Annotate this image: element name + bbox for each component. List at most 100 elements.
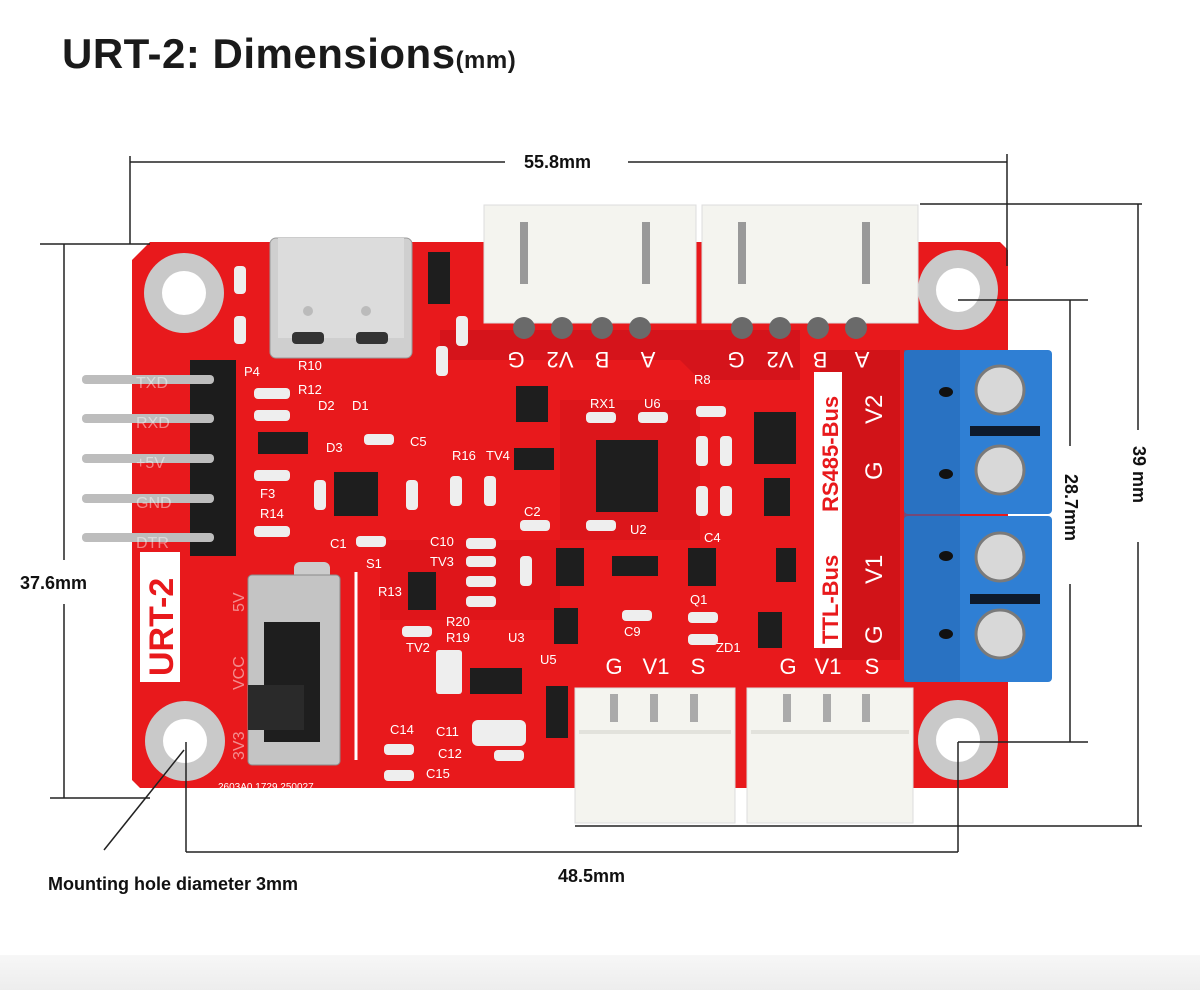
pcb-shape xyxy=(650,694,658,722)
pcb-shape xyxy=(82,375,214,384)
pcb-shape xyxy=(783,694,791,722)
pcb-shape xyxy=(484,476,496,506)
pcb-shape xyxy=(466,538,496,549)
title-unit: (mm) xyxy=(455,47,517,74)
silkscreen-label: A xyxy=(854,347,869,372)
pcb-shape xyxy=(384,770,414,781)
pcb-shape xyxy=(82,375,214,542)
top-connector-pin-labels: G V2 B A G V2 B A xyxy=(507,347,869,372)
pcb-shape xyxy=(140,552,180,682)
silkscreen-label: C15 xyxy=(426,766,450,781)
pcb-shape xyxy=(622,610,652,621)
pcb-shape xyxy=(610,694,618,722)
pcb-shape xyxy=(514,448,554,470)
pcb-shape xyxy=(470,668,522,694)
pcb-shape xyxy=(513,317,535,339)
silkscreen-label: G xyxy=(727,347,744,372)
pcb-shape xyxy=(596,440,658,512)
pcb-shape xyxy=(428,252,450,304)
pcb-shape xyxy=(758,612,782,648)
pcb-shape xyxy=(720,486,732,516)
title-text: URT-2: Dimensions xyxy=(62,30,456,77)
silkscreen-label: RS485-Bus xyxy=(818,396,843,512)
silkscreen-label: A xyxy=(640,347,655,372)
pcb-shape xyxy=(513,317,651,339)
dim-hole-spacing-horizontal: 48.5mm xyxy=(558,866,626,886)
pcb-shape xyxy=(974,608,1026,660)
silkscreen-label: V1 xyxy=(861,555,888,584)
pcb-shape xyxy=(466,596,496,607)
pcb-shape xyxy=(258,432,308,454)
pin-labels: TXD RXD +5V GND DTR xyxy=(136,375,172,552)
bottom-connector-1 xyxy=(574,687,736,824)
pcb-shape xyxy=(472,720,526,746)
pcb-shape xyxy=(936,718,980,762)
silkscreen-label: S1 xyxy=(366,556,382,571)
pcb-shape xyxy=(629,317,651,339)
silkscreen-label: C11 xyxy=(436,724,459,739)
pcb-shape xyxy=(278,238,404,338)
pcb-shape xyxy=(738,222,746,284)
silkscreen-label: V2 xyxy=(767,347,794,372)
silkscreen-label: R16 xyxy=(452,448,476,463)
pcb-shape xyxy=(783,694,870,722)
ic-chips xyxy=(258,252,796,738)
pcb-shape xyxy=(314,480,326,510)
page-title: URT-2: Dimensions(mm) xyxy=(62,30,516,78)
pcb-shape xyxy=(642,222,650,284)
pcb-shape xyxy=(823,694,831,722)
pcb-shape xyxy=(814,372,842,648)
silkscreen-refs: R10 R12 D2 D1 D3 C5 F3 R14 C1 S1 R16 TV4… xyxy=(260,358,741,781)
pin-label: GND xyxy=(136,495,172,512)
silkscreen-label: C10 xyxy=(430,534,454,549)
silkscreen-label: TV4 xyxy=(486,448,510,463)
pcb-shape xyxy=(939,469,953,479)
board-name-label: URT-2 xyxy=(140,552,181,682)
bottom-connector-2 xyxy=(746,687,914,824)
pcb-shape xyxy=(970,426,1040,436)
usb-c-port xyxy=(269,237,413,359)
silkscreen-label: 5V xyxy=(231,592,248,612)
pcb-shape xyxy=(436,650,462,694)
pcb-shape xyxy=(688,634,718,645)
pcb-shape xyxy=(764,478,790,516)
silkscreen-label: V1 xyxy=(815,654,842,679)
bottom-band xyxy=(0,955,1200,990)
pcb-shape xyxy=(466,576,496,587)
pcb-shape xyxy=(402,626,432,637)
silkscreen-label: URT-2 xyxy=(143,578,181,676)
pcb-shape xyxy=(904,350,960,682)
dim-hole-spacing-vertical: 28.7mm xyxy=(1061,474,1081,542)
pcb-shape xyxy=(248,685,304,730)
pcb-shape xyxy=(361,306,371,316)
switch-labels: 5V VCC 3V3 xyxy=(231,592,248,760)
silkscreen-label: S xyxy=(691,654,706,679)
silkscreen-label: U5 xyxy=(540,652,557,667)
pcb-shape xyxy=(494,750,524,761)
pcb-shape xyxy=(845,317,867,339)
silkscreen-label: C4 xyxy=(704,530,721,545)
pcb-shape xyxy=(520,222,528,284)
pcb-shape xyxy=(696,436,708,466)
bus-labels: RS485-Bus TTL-Bus xyxy=(814,372,843,648)
silkscreen-label: R10 xyxy=(298,358,322,373)
pcb-shape xyxy=(82,494,214,503)
smd-passives xyxy=(234,266,732,781)
mounting-hole-top-left xyxy=(144,253,224,333)
silkscreen-label: R14 xyxy=(260,506,284,521)
dim-overall-width: 55.8mm xyxy=(524,152,592,172)
slide-switch xyxy=(247,562,358,766)
pcb-shape xyxy=(690,694,698,722)
silkscreen-label: G xyxy=(605,654,622,679)
pcb-shape xyxy=(334,472,378,516)
dim-board-height: 37.6mm xyxy=(20,573,88,593)
silkscreen-label: R13 xyxy=(378,584,402,599)
pcb-shape xyxy=(406,480,418,510)
pcb-shape xyxy=(939,387,953,639)
screw-terminal-block xyxy=(904,350,1052,682)
pcb-shape xyxy=(254,410,290,421)
silkscreen-label: D2 xyxy=(318,398,335,413)
bottom-connector-pin-labels: G V1 S G V1 S xyxy=(605,654,879,679)
pcb-shape xyxy=(551,317,573,339)
terminal-screws xyxy=(974,364,1026,660)
